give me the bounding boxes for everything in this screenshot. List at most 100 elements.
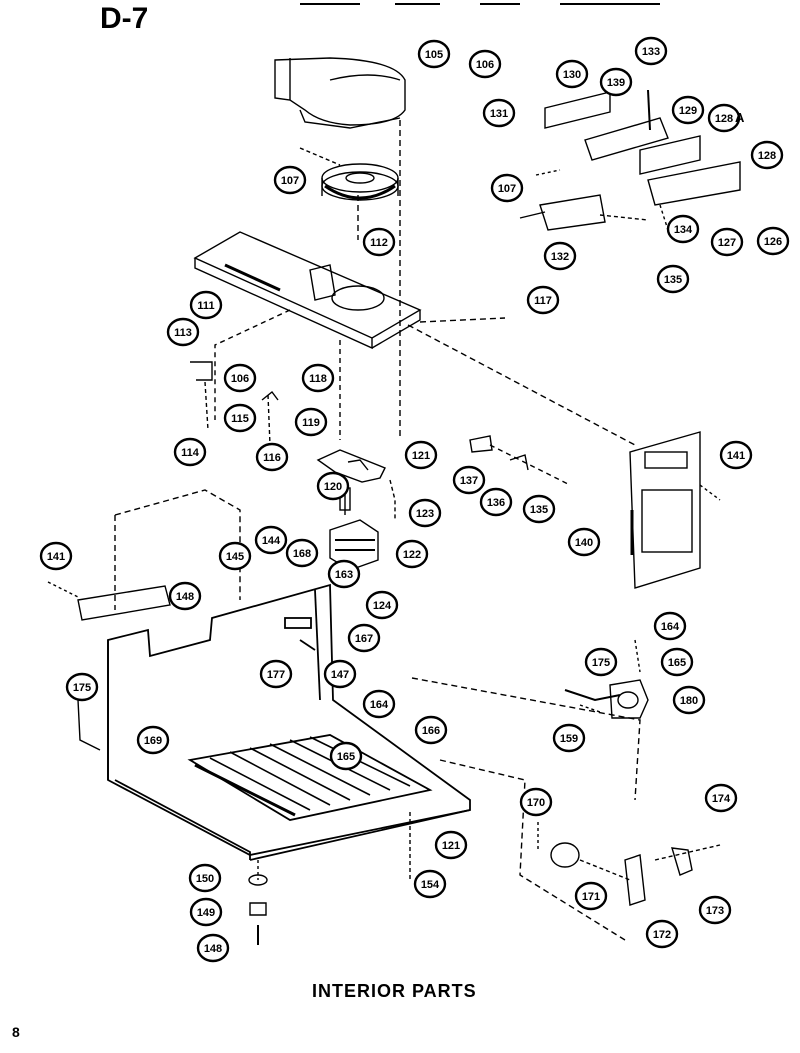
callout-bubble [273, 165, 307, 195]
part-callout: 123 [408, 498, 442, 528]
callout-bubble [543, 241, 577, 271]
callout-bubble [634, 36, 668, 66]
part-callout: 105 [417, 39, 451, 69]
callout-bubble [65, 672, 99, 702]
part-callout: 154 [413, 869, 447, 899]
callout-bubble [671, 95, 705, 125]
callout-label: 137 [460, 475, 478, 487]
callout-bubble [672, 685, 706, 715]
callout-bubble [468, 49, 502, 79]
callout-bubble [196, 933, 230, 963]
callout-bubble [656, 264, 690, 294]
part-callout: 124 [365, 590, 399, 620]
callout-bubble [166, 317, 200, 347]
part-callout: 136 [479, 487, 513, 517]
callout-bubble [519, 787, 553, 817]
part-callout: 148 [196, 933, 230, 963]
callout-bubble [660, 647, 694, 677]
callout-bubble [750, 140, 784, 170]
part-callout: 114 [173, 437, 207, 467]
callout-label: 141 [47, 551, 65, 563]
callout-label: 128 [758, 150, 776, 162]
part-callout: 113 [166, 317, 200, 347]
thermostat-171 [550, 842, 580, 868]
callout-label: 107 [281, 175, 299, 187]
part-callout: 126 [756, 226, 790, 256]
callout-label: 175 [592, 657, 610, 669]
part-callout: 164 [653, 611, 687, 641]
callout-label: 170 [527, 797, 545, 809]
part-callout: 172 [645, 919, 679, 949]
callout-bubble [395, 539, 429, 569]
callout-label: 171 [582, 891, 600, 903]
part-callout: 135 [656, 264, 690, 294]
foot-149 [249, 902, 267, 916]
callout-bubble [719, 440, 753, 470]
callout-bubble [552, 723, 586, 753]
callout-label: 127 [718, 237, 736, 249]
upper-right-assembly [519, 91, 741, 231]
part-callout: 122 [395, 539, 429, 569]
callout-bubble [645, 919, 679, 949]
part-callout: 141 [39, 541, 73, 571]
callout-bubble [567, 527, 601, 557]
callout-label: 140 [575, 537, 593, 549]
callout-label: 132 [551, 251, 569, 263]
part-callout: 121 [404, 440, 438, 470]
callout-label: 111 [197, 300, 214, 312]
callout-label: 128 [715, 113, 733, 125]
callout-bubble [188, 863, 222, 893]
callout-label: 164 [661, 621, 680, 633]
callout-label: 173 [706, 905, 724, 917]
callout-label: 174 [712, 793, 731, 805]
callout-label: 154 [421, 879, 440, 891]
callout-label: 106 [476, 59, 494, 71]
bracket-172 [624, 854, 646, 906]
callout-bubble [255, 442, 289, 472]
callout-label: 121 [442, 840, 460, 852]
callout-label: 167 [355, 633, 373, 645]
part-callout: 128 [707, 103, 741, 133]
part-callout: 107 [273, 165, 307, 195]
part-callout: 150 [188, 863, 222, 893]
callout-label: 139 [607, 77, 625, 89]
callout-bubble [599, 67, 633, 97]
part-callout: 164 [362, 689, 396, 719]
part-callout: 137 [452, 465, 486, 495]
callout-label: 169 [144, 735, 162, 747]
callout-bubble [285, 538, 319, 568]
callout-label: 159 [560, 733, 578, 745]
part-callout: 147 [323, 659, 357, 689]
callout-label: 115 [231, 413, 249, 425]
part-callout: 177 [259, 659, 293, 689]
callout-bubble [404, 440, 438, 470]
part-callout: 118 [301, 363, 335, 393]
part-callout: 180 [672, 685, 706, 715]
part-callout: 127 [710, 227, 744, 257]
part-callout: 134 [666, 214, 700, 244]
callout-bubble [329, 741, 363, 771]
callout-label: 119 [302, 417, 320, 429]
callout-bubble [434, 830, 468, 860]
part-callout: 141 [719, 440, 753, 470]
part-callout: 140 [567, 527, 601, 557]
switch-block [329, 519, 379, 571]
callout-bubble [526, 285, 560, 315]
part-callout: 106 [468, 49, 502, 79]
callout-bubble [347, 623, 381, 653]
callout-label: 141 [727, 450, 745, 462]
part-callout: 171 [574, 881, 608, 911]
callout-label: 114 [181, 447, 200, 459]
part-callout: 139 [599, 67, 633, 97]
callout-bubble [173, 437, 207, 467]
part-callout: 168 [285, 538, 319, 568]
callout-label: 113 [174, 327, 192, 339]
callout-label: 124 [373, 600, 392, 612]
callout-label: 116 [263, 452, 281, 464]
callout-label: 129 [679, 105, 697, 117]
callout-bubble [479, 487, 513, 517]
part-callout: 148 [168, 581, 202, 611]
callout-suffix: A [735, 110, 745, 125]
